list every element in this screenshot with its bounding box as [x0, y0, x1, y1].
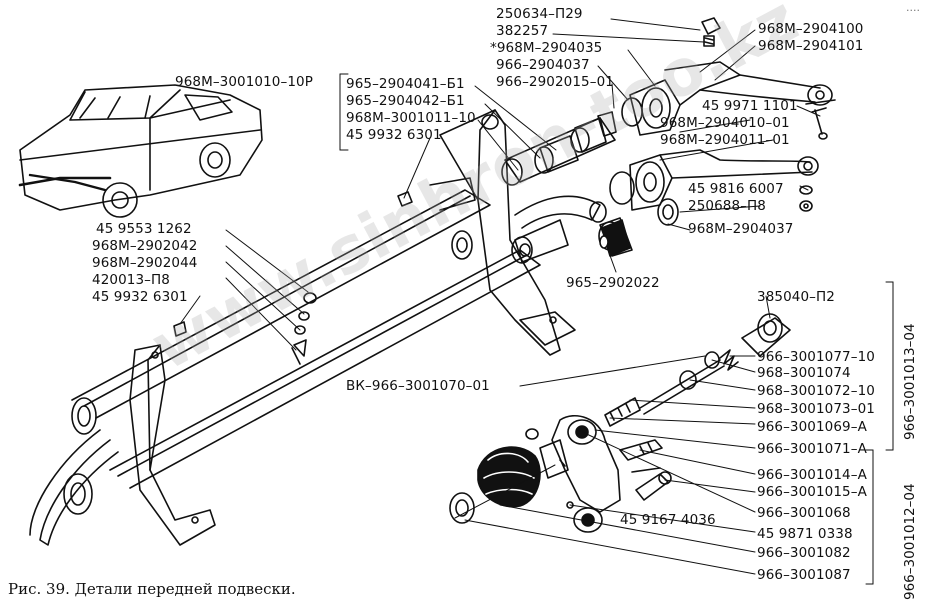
- label-968m-2904100: 968М–2904100: [758, 21, 864, 37]
- label-45-9932-6301-top: 45 9932 6301: [346, 127, 442, 143]
- label-968-3001073-01: 968–3001073–01: [757, 401, 875, 417]
- label-385040-p2: 385040–П2: [757, 289, 835, 305]
- label-965-2904041-b1: 965–2904041–Б1: [346, 76, 465, 92]
- label-966-3001015-a: 966–3001015–А: [757, 484, 867, 500]
- label-420013-p8: 420013–П8: [92, 272, 170, 288]
- label-968-3001072-10: 968–3001072–10: [757, 383, 875, 399]
- car-illustration: [18, 84, 263, 218]
- leader-lines: [179, 18, 894, 585]
- label-45-9167-4036: 45 9167 4036: [620, 512, 716, 528]
- label-45-9971-1101: 45 9971 1101: [702, 98, 798, 114]
- front-beam: [29, 109, 607, 546]
- upper-lever: [621, 17, 836, 140]
- label-968m-2904037: 968М–2904037: [688, 221, 794, 237]
- corner-mark: ····: [906, 4, 920, 17]
- label-968m-2904035: *968М–2904035: [490, 40, 603, 56]
- label-966-3001014-a: 966–3001014–А: [757, 467, 867, 483]
- label-966-3001082: 966–3001082: [757, 545, 851, 561]
- label-968m-3001011-10: 968М–3001011–10: [346, 110, 476, 126]
- label-966-3001013-04: 966–3001013–04: [902, 323, 918, 440]
- label-968-3001074: 968–3001074: [757, 365, 851, 381]
- label-968m-2902042: 968М–2902042: [92, 238, 198, 254]
- label-966-3001069-a: 966–3001069–А: [757, 419, 867, 435]
- label-382257: 382257: [496, 23, 549, 39]
- label-968m-2904010-01: 968М–2904010–01: [660, 115, 790, 131]
- label-965-2902022: 965–2902022: [566, 275, 660, 291]
- label-968m-2904011-01: 968М–2904011–01: [660, 132, 790, 148]
- label-966-3001071-a: 966–3001071–А: [757, 441, 867, 457]
- label-vk-966-3001070-01: ВК–966–3001070–01: [346, 378, 490, 394]
- label-966-3001087: 966–3001087: [757, 567, 851, 583]
- label-968m-3001010-10r: 968М–3001010–10Р: [175, 74, 313, 90]
- label-45-9816-6007: 45 9816 6007: [688, 181, 784, 197]
- label-250634-p29: 250634–П29: [496, 6, 583, 22]
- lower-lever: [599, 149, 819, 257]
- bushing-upper: [501, 111, 617, 186]
- figure-caption: Рис. 39. Детали передней подвески.: [8, 580, 296, 598]
- label-965-2904042-b1: 965–2904042–Б1: [346, 93, 465, 109]
- label-966-3001068: 966–3001068: [757, 505, 851, 521]
- label-968m-2904101: 968М–2904101: [758, 38, 864, 54]
- label-45-9932-6301-left: 45 9932 6301: [92, 289, 188, 305]
- label-966-2904037: 966–2904037: [496, 57, 590, 73]
- label-45-9553-1262: 45 9553 1262: [96, 221, 192, 237]
- label-968m-2902044: 968М–2902044: [92, 255, 198, 271]
- label-250688-p8: 250688–П8: [688, 198, 766, 214]
- label-966-3001077-10: 966–3001077–10: [757, 349, 875, 365]
- label-45-9871-0338: 45 9871 0338: [757, 526, 853, 542]
- label-966-2902015-01: 966–2902015–01: [496, 74, 614, 90]
- label-966-3001012-04: 966–3001012–04: [902, 483, 918, 600]
